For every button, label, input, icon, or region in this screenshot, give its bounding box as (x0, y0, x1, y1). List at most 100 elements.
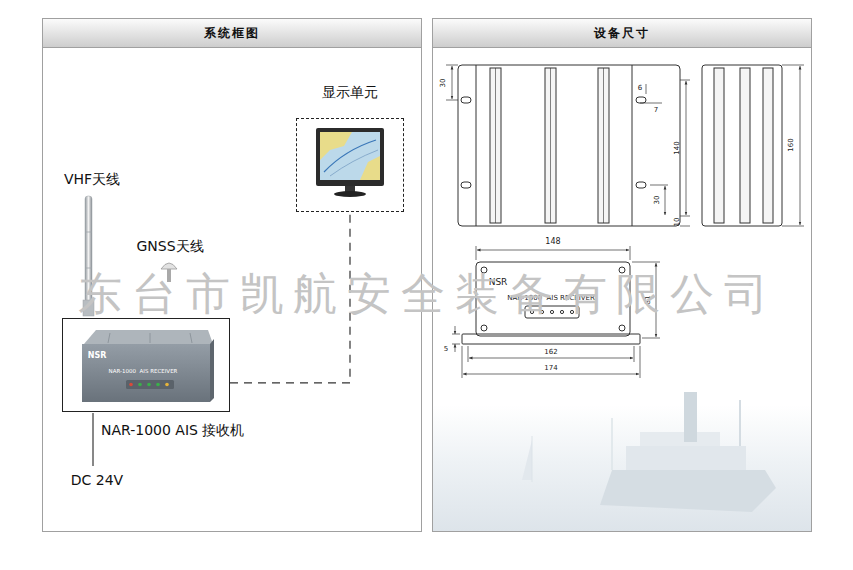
ship-background (600, 470, 776, 512)
receiver-photo (165, 383, 169, 387)
side-view-drawing (740, 68, 750, 223)
side-view-drawing (702, 65, 782, 226)
dimension-line (469, 358, 633, 359)
dimension-line (680, 216, 690, 217)
top-view-drawing (495, 68, 496, 223)
front-view-drawing (525, 306, 579, 318)
watermark-text: 东台市凯航安全装备有限公司 (78, 272, 778, 316)
antenna-label: GNSS天线 (136, 239, 203, 253)
dimension-text: 162 (544, 349, 557, 356)
receiver-box: NAR-1000 AIS 接收机 (62, 318, 230, 412)
display-monitor (316, 128, 384, 186)
top-view-drawing (550, 68, 551, 223)
front-view-drawing (481, 267, 487, 273)
ship-background (433, 392, 811, 531)
receiver-photo (126, 380, 174, 389)
top-view-drawing (461, 97, 471, 103)
receiver-photo (108, 333, 110, 343)
dimension-line (650, 185, 668, 186)
dimension-line (455, 326, 456, 334)
unit-label: NAR-1000 AIS 接收机 (101, 422, 244, 450)
top-view-drawing (598, 68, 609, 223)
front-view-drawing (462, 262, 640, 344)
side-view-drawing (702, 65, 782, 226)
front-view-drawing (619, 325, 625, 331)
device-brand: NSR (88, 352, 107, 360)
dimension-text: 5 (444, 346, 448, 353)
display-monitor (320, 132, 352, 160)
dimension-line (680, 226, 690, 227)
display-monitor (330, 150, 378, 176)
top-view-drawing (603, 68, 604, 223)
dimension-line (642, 338, 660, 339)
front-view-drawing (560, 310, 563, 313)
panel-box: 显示单元NAR-1000 AIS 接收机系统框图 (42, 18, 422, 532)
top-view-drawing (458, 65, 680, 226)
receiver-photo (82, 344, 210, 402)
ship-background (522, 440, 532, 480)
display-monitor (324, 140, 376, 172)
dimension-line (640, 103, 662, 104)
top-view-drawing (458, 65, 680, 226)
dashed-connector (230, 212, 350, 383)
front-view-drawing (476, 262, 630, 336)
gnss-antenna (161, 263, 177, 282)
dimension-line (634, 346, 635, 362)
unit-label: 显示单元 (322, 84, 378, 112)
dimension-text: 148 (545, 238, 560, 246)
front-view-drawing (530, 310, 533, 313)
front-view-drawing (540, 310, 543, 313)
dimension-line (452, 334, 460, 335)
dimension-line (782, 65, 804, 226)
dimension-line (455, 344, 456, 352)
power-label: DC 24V (71, 473, 123, 487)
dimension-line (782, 65, 804, 66)
dimension-text: 160 (788, 138, 795, 151)
receiver-photo (150, 333, 151, 343)
dimension-line (632, 262, 660, 263)
display-monitor (320, 132, 380, 180)
dimension-line (452, 344, 460, 345)
dimension-line (446, 65, 458, 66)
display-monitor (334, 191, 366, 197)
receiver-photo (210, 339, 214, 402)
ship-background (684, 392, 697, 442)
dimension-line (656, 263, 657, 337)
vhf-antenna (85, 232, 92, 233)
vhf-antenna (85, 268, 92, 269)
dimension-line (452, 246, 660, 378)
dimension-text: 10 (674, 218, 681, 227)
dimension-text: 30 (654, 196, 661, 205)
vhf-antenna (83, 196, 94, 316)
vhf-antenna (85, 196, 92, 302)
side-view-drawing (714, 68, 724, 223)
top-view-drawing (545, 68, 556, 223)
dimension-line (446, 65, 690, 226)
dimension-line (640, 346, 641, 378)
top-view-drawing (636, 182, 646, 188)
ship-background (611, 418, 613, 470)
dimension-line (665, 186, 666, 215)
top-view-drawing (636, 97, 646, 103)
dimension-line (800, 66, 801, 225)
top-view-drawing (476, 65, 477, 226)
panel-box: 设备尺寸 (432, 18, 812, 532)
dimension-line (476, 246, 477, 260)
dimension-line (446, 100, 458, 101)
gnss-antenna (161, 263, 177, 269)
receiver-photo (156, 383, 160, 387)
ship-background (640, 432, 720, 446)
front-view-drawing (619, 267, 625, 273)
dimension-line (477, 250, 629, 251)
top-view-drawing (461, 182, 471, 188)
device-model-text: NAR-1000 AIS RECEIVER (507, 295, 595, 302)
dimension-text: 7 (654, 107, 658, 114)
front-view-drawing (481, 325, 487, 331)
dimension-line (646, 84, 647, 94)
front-view-drawing (570, 310, 573, 313)
device-brand: NSR (489, 278, 508, 287)
